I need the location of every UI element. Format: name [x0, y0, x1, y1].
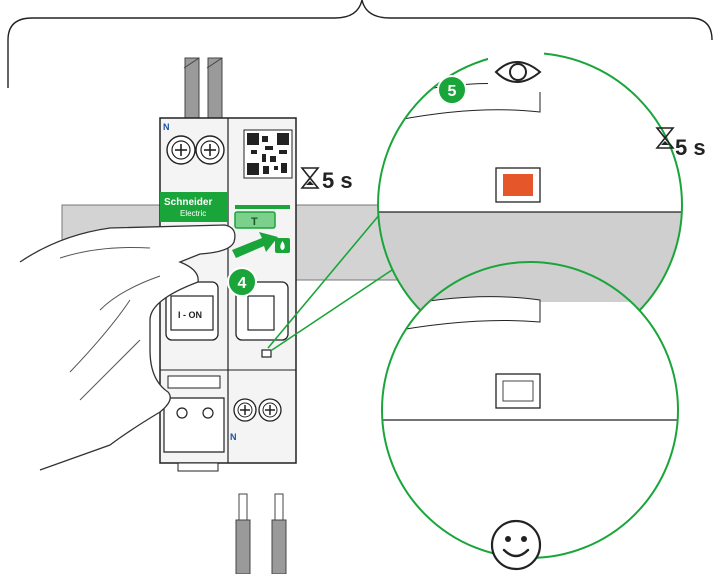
timer-main: 5 s — [322, 168, 353, 193]
terminal-label-bottom: N — [230, 432, 237, 442]
eye-icon — [488, 52, 544, 92]
zoom-circle-ok — [378, 262, 682, 558]
bottom-clamp — [164, 398, 224, 452]
qr-code — [244, 130, 292, 178]
status-indicator-window — [262, 350, 271, 357]
wires-bottom — [236, 494, 286, 574]
breaker-module — [160, 118, 296, 471]
handle-label: I - ON — [178, 310, 202, 320]
brand-name: Schneider — [164, 197, 212, 208]
wires-top — [184, 58, 222, 118]
step-4-number: 4 — [238, 275, 247, 292]
hourglass-icon — [302, 168, 318, 188]
timer-right: 5 s — [675, 135, 706, 160]
terminal-label-top: N — [163, 122, 170, 132]
brand-subname: Electric — [180, 209, 206, 218]
smiley-icon — [492, 521, 540, 569]
step-5-number: 5 — [448, 83, 457, 100]
test-button-label: T — [251, 216, 258, 228]
